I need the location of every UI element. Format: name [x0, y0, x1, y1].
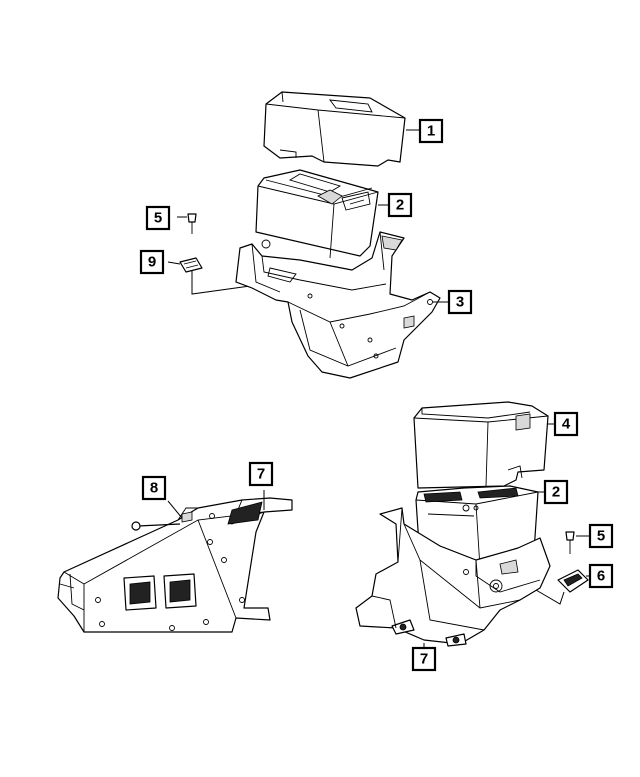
callout-6-label: 6: [597, 568, 605, 585]
callout-8: 8: [141, 475, 167, 501]
callout-9-label: 9: [148, 254, 156, 271]
callout-2-right-label: 2: [552, 484, 560, 501]
callout-9: 9: [139, 249, 165, 275]
callout-4-label: 4: [562, 416, 571, 433]
right-clip-part: [557, 569, 589, 593]
left-bracket-assembly: [57, 490, 293, 633]
battery-part: [255, 169, 379, 259]
callout-7-left: 7: [248, 461, 274, 487]
callout-5-right-label: 5: [597, 528, 605, 545]
bolt-part: [187, 213, 197, 234]
battery-tray-part: [235, 231, 441, 379]
left-bracket-part: [57, 497, 293, 633]
right-assembly: [355, 401, 590, 648]
callout-5-top: 5: [145, 205, 171, 231]
callout-5-right: 5: [588, 523, 614, 549]
right-bolt-part: [565, 531, 575, 554]
left-bolt-part: [131, 521, 181, 531]
callout-7-right: 7: [411, 646, 437, 672]
right-bracket-part: [355, 507, 551, 647]
right-cover-part: [413, 401, 549, 489]
callout-1: 1: [418, 118, 444, 144]
top-assembly: [167, 91, 449, 379]
callout-2-right: 2: [543, 479, 569, 505]
callout-7-right-label: 7: [420, 651, 428, 668]
callout-2-top: 2: [387, 192, 413, 218]
callout-1-label: 1: [427, 123, 435, 140]
battery-cover-part: [263, 91, 406, 167]
callout-3: 3: [447, 289, 473, 315]
callout-8-label: 8: [150, 480, 158, 497]
callout-4: 4: [553, 411, 579, 437]
callout-3-label: 3: [456, 294, 464, 311]
callout-2-top-label: 2: [396, 197, 404, 214]
callout-7-left-label: 7: [257, 466, 265, 483]
callout-6: 6: [588, 563, 614, 589]
clip-part: [179, 257, 203, 273]
callout-5-top-label: 5: [154, 210, 162, 227]
